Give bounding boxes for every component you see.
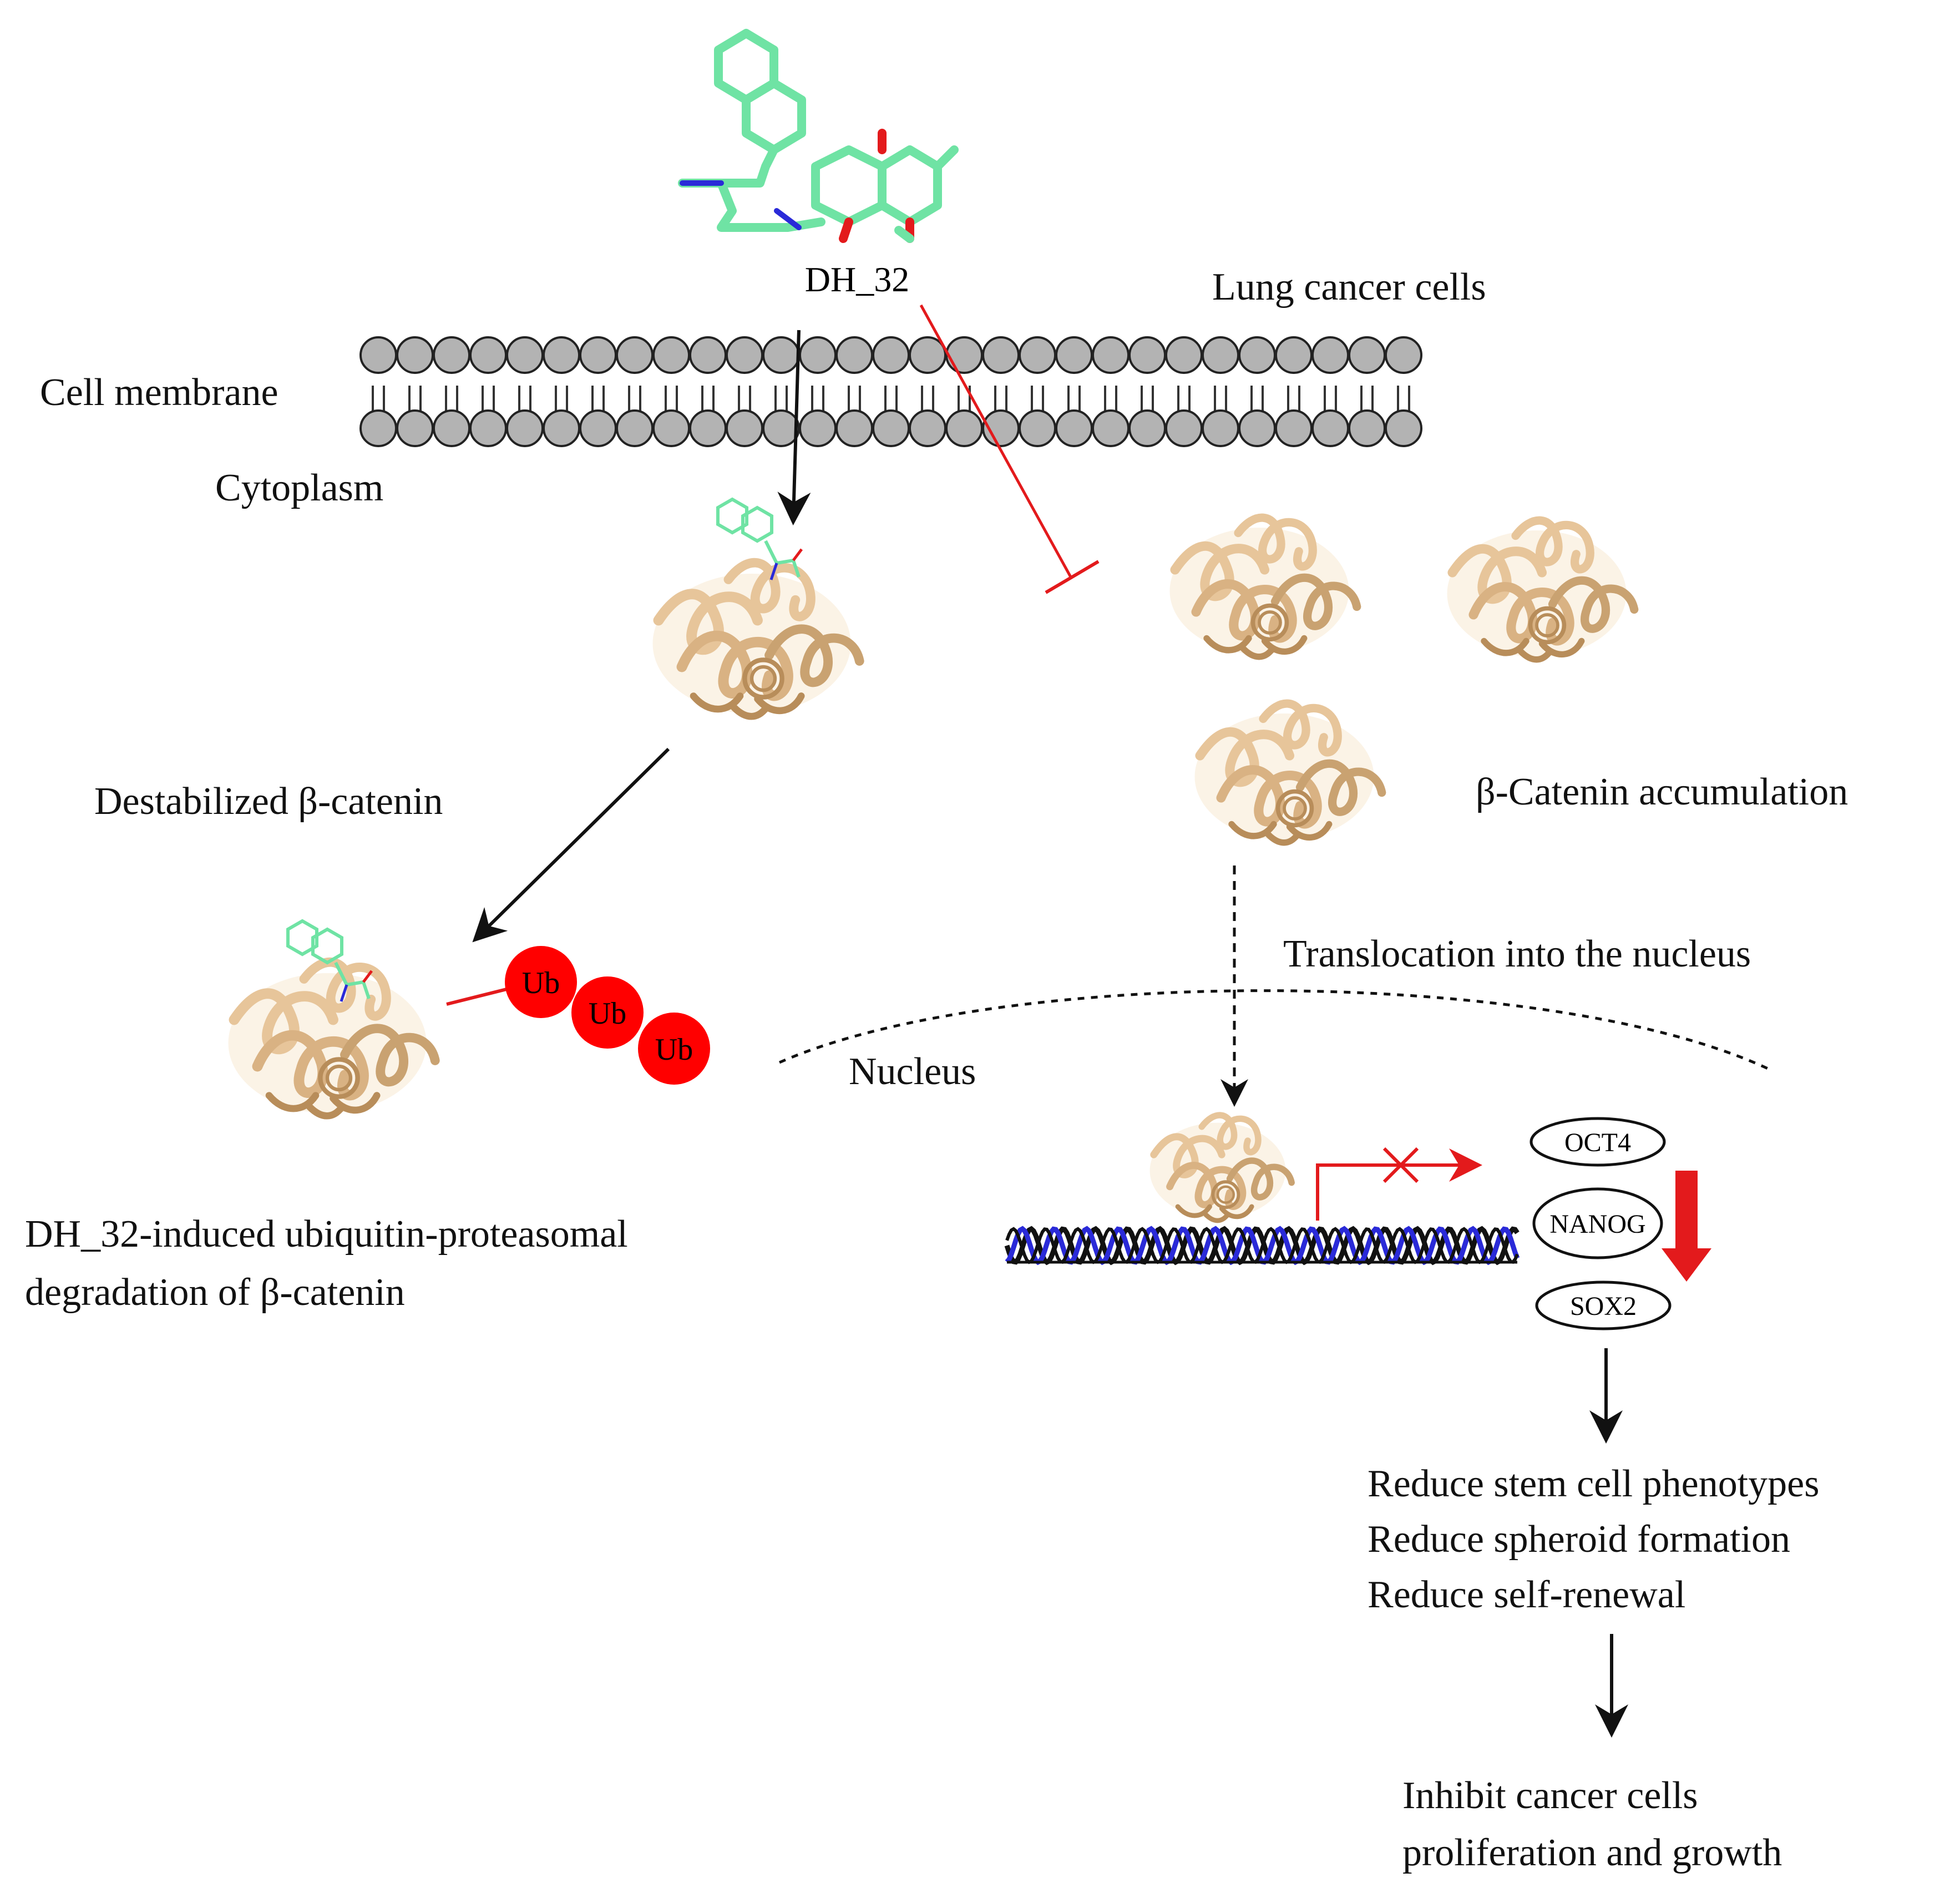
nucleus-label: Nucleus [849, 1050, 976, 1093]
lipid-head [506, 336, 544, 374]
ub-label: Ub [522, 966, 560, 1000]
gene-sox2: SOX2 [1570, 1292, 1637, 1321]
lipid-head [1055, 409, 1093, 447]
lipid-head [616, 336, 654, 374]
lipid-head [762, 409, 800, 447]
outcome-1: Reduce stem cell phenotypes [1368, 1462, 1820, 1505]
lipid-head [872, 409, 910, 447]
lipid-head [945, 409, 983, 447]
lipid-head [835, 409, 873, 447]
degradation-arrow [472, 747, 670, 943]
lipid-head [579, 409, 617, 447]
outcome-2: Reduce spheroid formation [1368, 1518, 1791, 1561]
lipid-head [1311, 409, 1349, 447]
gene-oct4: OCT4 [1564, 1128, 1631, 1157]
ub-label: Ub [655, 1033, 693, 1067]
beta-catenin-icon [1170, 518, 1357, 657]
lipid-head [945, 336, 983, 374]
lipid-head [1275, 409, 1313, 447]
lipid-head [1055, 336, 1093, 374]
lipid-head [799, 336, 837, 374]
lipid-head [1165, 336, 1203, 374]
ub-label: Ub [589, 996, 626, 1031]
lipid-head [1348, 336, 1386, 374]
accumulation-label: β-Catenin accumulation [1476, 771, 1848, 813]
molecule-structure-icon [678, 29, 959, 243]
degradation-label-line1: DH_32-induced ubiquitin-proteasomal [25, 1213, 628, 1256]
lipid-head [469, 409, 507, 447]
lipid-head [1348, 409, 1386, 447]
lipid-head [982, 336, 1020, 374]
lipid-head [1385, 336, 1422, 374]
lipid-head [835, 336, 873, 374]
degradation-label-line2: degradation of β-catenin [25, 1271, 405, 1314]
lipid-head [1202, 336, 1239, 374]
lipid-head [1238, 409, 1276, 447]
entry-arrow [777, 330, 811, 525]
lipid-bilayer [359, 336, 1422, 447]
transcription-arrow [1316, 1148, 1482, 1221]
lipid-head [359, 409, 397, 447]
beta-catenin-nuclear-icon [1150, 1115, 1292, 1221]
beta-catenin-degraded-icon [229, 962, 435, 1116]
stem-genes: OCT4 NANOG SOX2 [1529, 1117, 1672, 1330]
lipid-head [616, 409, 654, 447]
beta-catenin-icon [1447, 520, 1634, 660]
outcome-3: Reduce self-renewal [1368, 1573, 1686, 1616]
nuclear-envelope [778, 989, 1774, 1072]
blocked-cross-icon [1382, 1147, 1419, 1183]
lipid-head [396, 409, 434, 447]
lipid-head [1165, 409, 1203, 447]
inhibition-line [919, 304, 1072, 578]
lipid-head [1128, 336, 1166, 374]
lipid-head [1092, 409, 1130, 447]
beta-catenin-icon [1195, 703, 1382, 843]
lipid-head [726, 409, 763, 447]
lipid-head [506, 409, 544, 447]
final-outcome-line1: Inhibit cancer cells [1402, 1774, 1698, 1817]
lipid-head [689, 409, 727, 447]
final-outcome-line2: proliferation and growth [1402, 1831, 1782, 1874]
lipid-head [1385, 409, 1422, 447]
lipid-head [433, 409, 470, 447]
lipid-head [1128, 409, 1166, 447]
lipid-head [726, 336, 763, 374]
lipid-head [543, 409, 580, 447]
cell-membrane-label: Cell membrane [40, 371, 278, 414]
lipid-head [799, 409, 837, 447]
lipid-head [909, 409, 946, 447]
lipid-head [1275, 336, 1313, 374]
lipid-head [1238, 336, 1276, 374]
dna-helix-icon [1004, 1226, 1520, 1266]
destabilized-label: Destabilized β-catenin [94, 780, 443, 823]
inhibition-bar [1045, 560, 1100, 594]
downregulation-arrow [1662, 1171, 1711, 1282]
lipid-head [1092, 336, 1130, 374]
beta-catenin-bound-icon [653, 563, 860, 716]
gene-nanog: NANOG [1549, 1209, 1645, 1239]
lipid-head [762, 336, 800, 374]
lipid-head [579, 336, 617, 374]
lung-cancer-cells-label: Lung cancer cells [1212, 266, 1486, 308]
ubiquitin-chain: Ub Ub Ub [505, 946, 710, 1085]
compound-label: DH_32 [805, 260, 909, 299]
cytoplasm-label: Cytoplasm [215, 467, 384, 509]
lipid-head [469, 336, 507, 374]
lipid-head [689, 336, 727, 374]
lipid-head [543, 336, 580, 374]
lipid-head [1019, 336, 1056, 374]
lipid-head [1311, 336, 1349, 374]
lipid-head [1019, 409, 1056, 447]
lipid-head [396, 336, 434, 374]
lipid-head [359, 336, 397, 374]
lipid-head [652, 336, 690, 374]
lipid-head [872, 336, 910, 374]
lipid-head [652, 409, 690, 447]
lipid-head [1202, 409, 1239, 447]
translocation-label: Translocation into the nucleus [1283, 933, 1751, 975]
lipid-head [433, 336, 470, 374]
ubiquitin-link [446, 986, 514, 1006]
